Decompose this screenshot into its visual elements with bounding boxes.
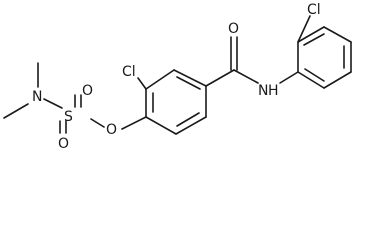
atom-o-ester: O: [106, 122, 117, 138]
atom-cl-mid: Cl: [122, 64, 136, 80]
bond-c-cl-top: [297, 15, 311, 43]
atom-labels: Cl Cl O N H N S O O O: [32, 2, 321, 152]
atom-n-amide: N: [258, 83, 268, 99]
bond-ring-b-2: [297, 26, 325, 43]
bond-s-n: [43, 98, 63, 109]
bond-c-n-amide: [233, 69, 259, 84]
bond-ring-b-3: [323, 26, 352, 43]
atom-n-sulfonyl: N: [32, 89, 42, 105]
bond-ring-b-inner-1: [303, 33, 325, 46]
bond-ring-a-4: [175, 116, 207, 135]
atom-h-amide: H: [268, 83, 279, 99]
atom-s: S: [64, 109, 73, 125]
bond-ring-a-2: [173, 69, 207, 87]
bond-ring-a-inner-2: [176, 112, 200, 127]
bond-ring-a-1: [145, 69, 175, 90]
molecule-canvas: Cl Cl O N H N S O O O: [3, 2, 352, 152]
bond-ring-a-5: [145, 116, 177, 135]
bonds: [3, 15, 352, 135]
bond-ring-a-inner-1: [176, 76, 201, 90]
bond-n-ring-b: [279, 71, 299, 84]
bond-ring-b-inner-3: [304, 68, 325, 82]
atom-o-amide: O: [228, 21, 239, 37]
atom-cl-top: Cl: [307, 2, 321, 18]
bond-o-s: [90, 118, 105, 128]
bond-n-methyl-left: [3, 103, 29, 119]
bond-c-cl-mid: [137, 77, 147, 90]
molecule-diagram: Cl Cl O N H N S O O O: [3, 2, 352, 152]
bond-ring-b-6: [297, 71, 325, 89]
atom-o-sulfonyl-bottom: O: [58, 136, 69, 152]
bond-ring-b-5: [323, 71, 352, 89]
atom-o-sulfonyl-top: O: [82, 83, 93, 99]
bond-ring-o-ester: [121, 116, 147, 130]
bond-ring-carbonyl: [205, 69, 235, 87]
